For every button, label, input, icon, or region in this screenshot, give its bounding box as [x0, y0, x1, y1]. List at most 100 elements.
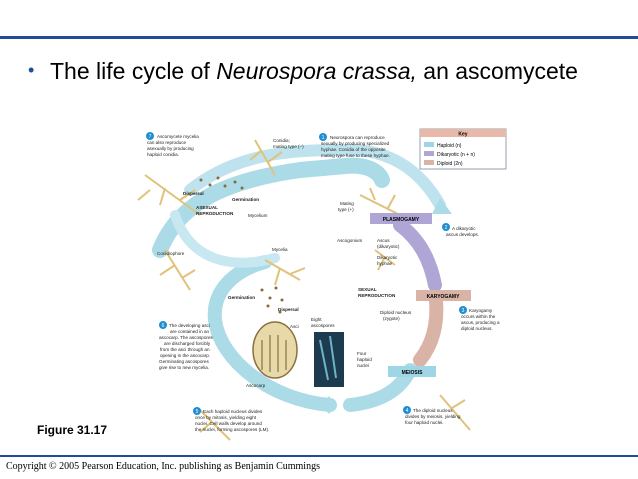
step-5-line-2: once by mitosis, yielding eight: [195, 415, 257, 420]
key-swatch-dikaryotic: [424, 151, 434, 156]
asexual-label-2: REPRODUCTION: [196, 211, 234, 216]
step-1-number: 1: [322, 135, 325, 141]
eight-ascospores-label-2: ascospores: [311, 323, 335, 328]
conidia-label-1: Conidia;: [273, 138, 290, 143]
dikaryotic-hyphae-label-2: hyphae: [377, 261, 393, 266]
step-7-line-1: Ascomycete mycelia: [157, 134, 199, 139]
sexual-label-1: SEXUAL: [358, 287, 377, 292]
step-7-line-4: haploid conidia.: [147, 152, 179, 157]
step-2-line-1: A dikaryotic: [452, 226, 476, 231]
slide-title: The life cycle of Neurospora crassa, an …: [50, 57, 620, 86]
key-label-dikaryotic: Dikaryotic (n + n): [437, 152, 475, 158]
step-6-line-5: from the asci through an: [160, 347, 210, 352]
plasmogamy-label: PLASMOGAMY: [383, 217, 420, 223]
conidia-label-2: mating type (–): [273, 144, 304, 149]
spore-clusters: [199, 176, 284, 314]
step-6-badge: [159, 321, 167, 329]
diploid-nucleus-label-2: (zygote): [383, 316, 400, 321]
key-header: [420, 129, 506, 137]
meiosis-box: [388, 366, 436, 377]
step-5-line-4: the nuclei, forming ascospores (LM).: [195, 427, 269, 432]
step-1-line-4: mating type fuse to these hyphae.: [321, 153, 390, 158]
copyright-text: Copyright © 2005 Pearson Education, Inc.…: [6, 461, 320, 472]
step-3-line-1: Karyogamy: [469, 308, 493, 313]
title-part-1: The life cycle of: [50, 58, 217, 84]
asexual-label-1: ASEXUAL: [196, 205, 218, 210]
step-3-number: 3: [462, 308, 465, 314]
karyogamy-label: KARYOGAMY: [427, 294, 461, 300]
arrowhead-bottom-left: [316, 396, 330, 414]
sexual-label-2: REPRODUCTION: [358, 293, 396, 298]
germination-top-label: Germination: [232, 197, 259, 202]
germination-bottom-label: Germination: [228, 295, 255, 300]
four-nuclei-label-1: Four: [357, 351, 367, 356]
step-5-line-1: Each haploid nucleus divides: [203, 409, 263, 414]
key-label-diploid: Diploid (2n): [437, 161, 463, 167]
step-6-line-2: are contained in an: [170, 329, 210, 334]
step-7-number: 7: [149, 134, 152, 140]
step-5-line-3: nuclei. Cell walls develop around: [195, 421, 262, 426]
step-4-line-1: The diploid nucleus: [413, 408, 453, 413]
step-4-line-3: four haploid nuclei.: [405, 420, 444, 425]
step-2-number: 2: [445, 225, 448, 231]
title-part-2: an ascomycete: [416, 58, 578, 84]
step-1-line-2: sexually by producing specialized: [321, 141, 390, 146]
key-label-haploid: Haploid (n): [437, 143, 462, 149]
step-4-number: 4: [406, 408, 409, 414]
step-6-line-7: Germinating ascospores: [159, 359, 209, 364]
step-3-line-4: diploid nucleus.: [461, 326, 493, 331]
step-7-badge: [146, 132, 154, 140]
step-3-badge: [459, 306, 467, 314]
step-2-line-2: ascus develops.: [446, 232, 479, 237]
four-nuclei-label-3: nuclei: [357, 363, 369, 368]
ascus-label-2: (dikaryotic): [377, 244, 400, 249]
mating-type-label-2: type (+): [338, 207, 354, 212]
step-7-line-3: asexually by producing: [147, 146, 194, 151]
key-title: Key: [458, 132, 467, 138]
step-5-badge: [193, 407, 201, 415]
mycelia-label: Mycelia: [272, 247, 288, 252]
step-6-number: 6: [162, 323, 165, 329]
plasmogamy-box: [370, 213, 432, 224]
step-3-line-3: ascus, producing a: [461, 320, 500, 325]
dispersal-top-label: Dispersal: [183, 191, 204, 196]
ascogonium-label: Ascogonium: [337, 238, 362, 243]
mating-type-label-1: Mating: [340, 201, 354, 206]
haploid-return-arrow: [207, 255, 337, 412]
key-swatch-haploid: [424, 142, 434, 147]
step-3-line-2: occurs within the: [461, 314, 496, 319]
ascocarp-illustration: [252, 321, 298, 379]
diploid-nucleus-label-1: Diploid nucleus: [380, 310, 412, 315]
bottom-rule: [0, 455, 638, 457]
key-swatch-diploid: [424, 160, 434, 165]
figure-label: Figure 31.17: [37, 423, 108, 437]
hyphae-illustrations: [137, 139, 471, 441]
step-6-line-6: opening in the ascocarp.: [160, 353, 210, 358]
dikaryotic-arrow: [393, 218, 442, 292]
ascospore-micrograph: [314, 332, 344, 387]
micrograph-asci: [319, 335, 337, 381]
dispersal-bottom-label: Dispersal: [278, 307, 299, 312]
step-2-badge: [442, 223, 450, 231]
step-6-line-4: are discharged forcibly: [164, 341, 211, 346]
step-7-line-2: can also reproduce: [147, 140, 187, 145]
step-1-badge: [319, 133, 327, 141]
title-species: Neurospora crassa,: [216, 58, 417, 84]
eight-ascospores-label-1: Eight: [311, 317, 322, 322]
step-1-line-3: hyphae. Conidia of the opposite: [321, 147, 386, 152]
step-1-line-1: Neurospora can reproduce: [330, 135, 385, 140]
conidiophore-label: Conidiophore: [157, 251, 185, 256]
haploid-asexual-loop: [170, 210, 280, 268]
meiosis-label: MEIOSIS: [402, 370, 424, 376]
arrowhead-right: [432, 198, 452, 214]
dikaryotic-hyphae-label-1: Dikaryotic: [377, 255, 398, 260]
mycelium-label: Mycelium: [248, 213, 268, 218]
step-4-badge: [403, 406, 411, 414]
ascus-label-1: Ascus: [377, 238, 390, 243]
four-nuclei-label-2: haploid: [357, 357, 372, 362]
bullet-icon: •: [28, 60, 35, 80]
asci-label: Asci: [290, 324, 299, 329]
karyogamy-box: [416, 290, 471, 301]
step-4-line-2: divides by meiosis, yielding: [405, 414, 461, 419]
